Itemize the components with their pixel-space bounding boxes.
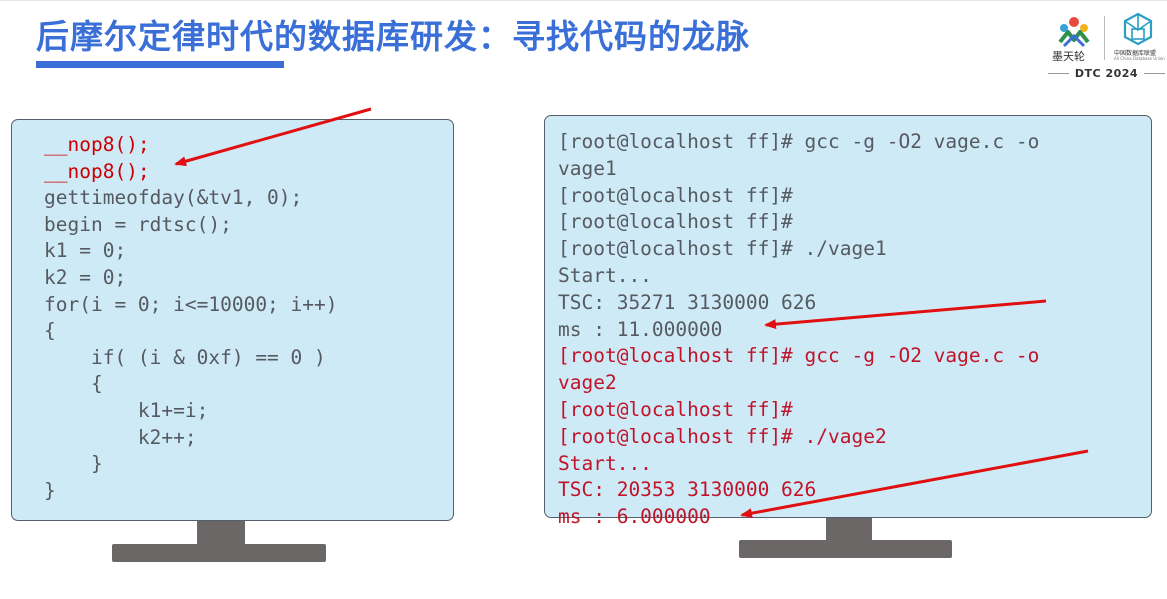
right-monitor-screen: [root@localhost ff]# gcc -g -O2 vage.c -…: [544, 115, 1152, 528]
terminal-line: [root@localhost ff]# ./vage2: [558, 424, 887, 448]
code-line: }: [44, 478, 56, 502]
terminal-line: [root@localhost ff]# gcc -g -O2 vage.c -…: [558, 130, 1040, 153]
terminal-line: [root@localhost ff]#: [558, 183, 793, 207]
code-line: __nop8();: [44, 133, 150, 156]
left-monitor-screen: __nop8(); __nop8(); gettimeofday(&tv1, 0);…: [11, 119, 454, 521]
code-line: {: [44, 372, 103, 396]
right-monitor-base: [739, 540, 952, 558]
logo-area: 墨天轮 中国数据库联盟 All China Database Union: [1048, 12, 1165, 82]
code-line: k2 = 0;: [44, 265, 127, 289]
code-line: begin = rdtsc();: [44, 212, 232, 236]
terminal-line: TSC: 35271 3130000 626: [558, 290, 817, 314]
terminal-line: ms : 11.000000: [558, 317, 723, 341]
left-monitor-base: [112, 544, 326, 562]
motianlun-logo-text: 墨天轮: [1052, 50, 1085, 63]
logo-separator: [1104, 16, 1105, 60]
database-union-logo-text: 中国数据库联盟: [1114, 50, 1157, 57]
database-union-logo-icon: [1123, 12, 1153, 46]
terminal-line: TSC: 20353 3130000 626: [558, 478, 817, 502]
code-line: if( (i & 0xf) == 0 ): [44, 345, 326, 369]
terminal-line: Start...: [558, 263, 652, 287]
left-monitor-neck: [197, 521, 245, 545]
event-badge: DTC 2024: [1048, 66, 1165, 80]
terminal-line: vage1: [558, 156, 617, 180]
code-line: __nop8();: [44, 159, 150, 183]
code-line: {: [44, 319, 56, 343]
terminal-line: [root@localhost ff]#: [558, 210, 793, 234]
code-line: for(i = 0; i<=10000; i++): [44, 292, 338, 316]
code-line: gettimeofday(&tv1, 0);: [44, 186, 303, 210]
terminal-line: ms : 6.000000: [558, 505, 711, 529]
terminal-line: [root@localhost ff]# ./vage1: [558, 237, 887, 261]
code-line: k2++;: [44, 425, 197, 449]
code-line: k1+=i;: [44, 398, 209, 422]
event-badge-rule-left: [1048, 72, 1069, 74]
right-monitor-neck: [826, 518, 872, 542]
event-badge-label: DTC 2024: [1074, 66, 1139, 80]
database-union-logo-subtext: All China Database Union: [1114, 56, 1165, 61]
terminal-line: [root@localhost ff]# gcc -g -O2 vage.c -…: [558, 344, 1040, 368]
code-line: }: [44, 452, 103, 476]
event-badge-rule-right: [1144, 72, 1165, 74]
terminal-line: vage2: [558, 371, 617, 395]
code-line: k1 = 0;: [44, 239, 127, 263]
terminal-line: [root@localhost ff]#: [558, 397, 793, 421]
slide-title: 后摩尔定律时代的数据库研发：寻找代码的龙脉: [36, 17, 750, 56]
header-rule: [0, 0, 1167, 1]
title-underline: [36, 61, 284, 68]
terminal-line: Start...: [558, 451, 652, 475]
motianlun-logo-icon: [1058, 17, 1090, 48]
